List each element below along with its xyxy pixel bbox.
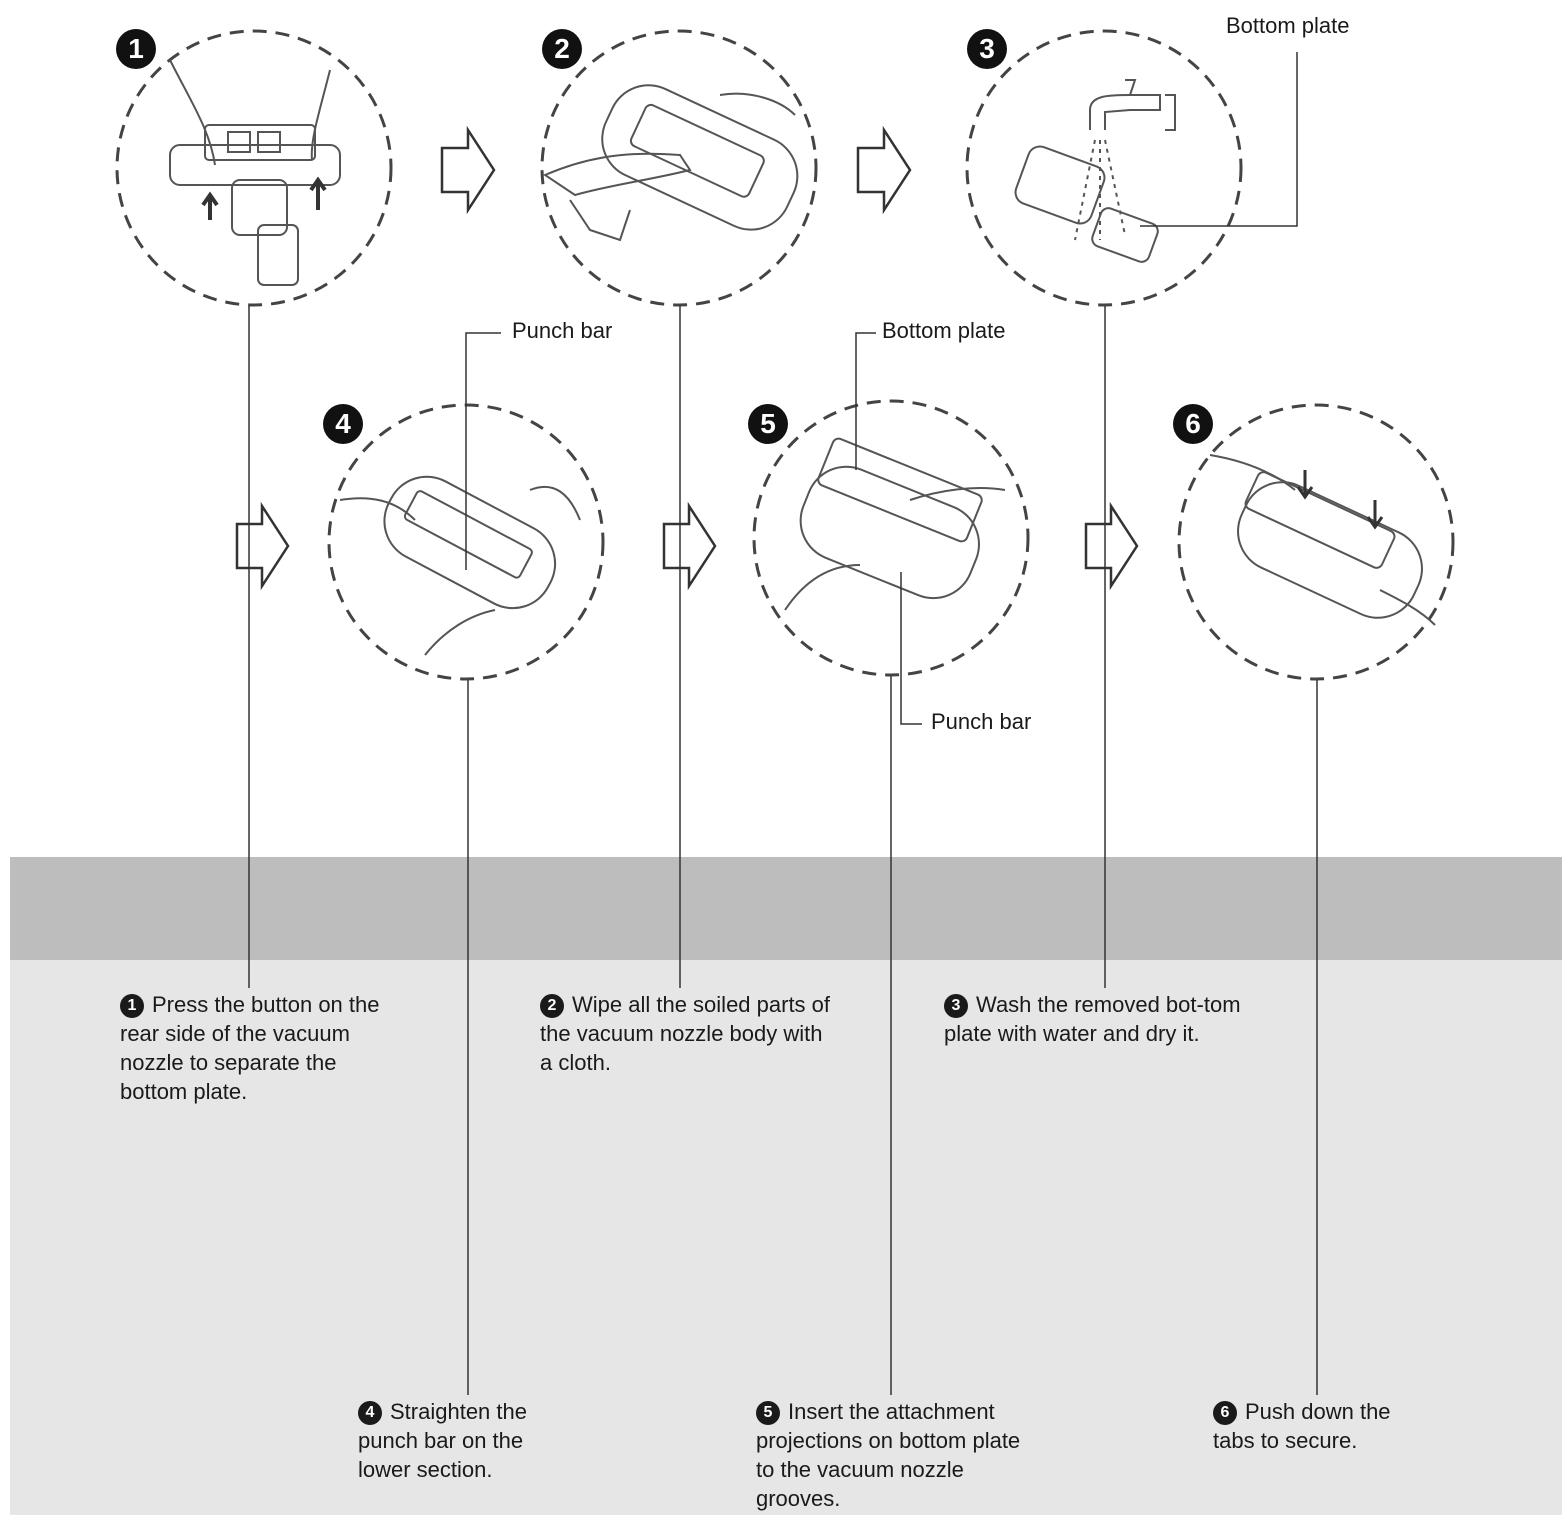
step-caption-text-2: Wipe all the soiled parts of the vacuum … — [540, 992, 831, 1075]
callout-bottom-plate-3: Bottom plate — [1226, 13, 1350, 38]
callout-punch-bar-4: Punch bar — [512, 318, 613, 343]
arrow-2-to-3 — [856, 125, 912, 215]
step-badge-1: 1 — [116, 29, 156, 69]
step-caption-text-6: Push down the tabs to secure. — [1213, 1399, 1391, 1453]
step-caption-num-2: 2 — [540, 994, 564, 1018]
arrow-1-to-2 — [440, 125, 496, 215]
arrow-4-to-5 — [662, 501, 717, 591]
step5-illustration — [784, 437, 1006, 611]
callout-bottom-plate-5: Bottom plate — [882, 318, 1006, 343]
step5-circle — [752, 399, 1030, 677]
step-caption-num-4: 4 — [358, 1401, 382, 1425]
step3-circle — [965, 29, 1243, 307]
step4-illustration — [339, 475, 581, 656]
band-dark — [10, 857, 1562, 960]
leader-punch-bar-4 — [465, 332, 501, 570]
step-badge-2: 2 — [542, 29, 582, 69]
step2-circle — [540, 29, 818, 307]
step6-circle — [1177, 403, 1455, 681]
band-light — [10, 960, 1562, 1515]
step1-illustration — [169, 59, 341, 286]
step-caption-num-6: 6 — [1213, 1401, 1237, 1425]
step6-illustration — [1209, 454, 1436, 626]
step1-circle — [115, 29, 393, 307]
step3-illustration — [1014, 52, 1298, 263]
leader-punch-bar-5 — [900, 572, 922, 725]
step-caption-text-3: Wash the removed bot-tom plate with wate… — [944, 992, 1241, 1046]
arrow-to-4 — [235, 501, 290, 591]
arrow-5-to-6 — [1084, 501, 1139, 591]
step-caption-text-4: Straighten the punch bar on the lower se… — [358, 1399, 527, 1482]
callout-punch-bar-5: Punch bar — [931, 709, 1032, 734]
step-caption-num-1: 1 — [120, 994, 144, 1018]
step-caption-text-5: Insert the attachment projections on bot… — [756, 1399, 1021, 1511]
step-caption-text-1: Press the button on the rear side of the… — [120, 992, 380, 1104]
step-caption-num-3: 3 — [944, 994, 968, 1018]
leader-bottom-plate-5 — [855, 332, 876, 470]
step-caption-num-5: 5 — [756, 1401, 780, 1425]
step-badge-3: 3 — [967, 29, 1007, 69]
step2-illustration — [542, 84, 799, 242]
step-badge-5: 5 — [748, 404, 788, 444]
step-badge-6: 6 — [1173, 404, 1213, 444]
step-badge-4: 4 — [323, 404, 363, 444]
